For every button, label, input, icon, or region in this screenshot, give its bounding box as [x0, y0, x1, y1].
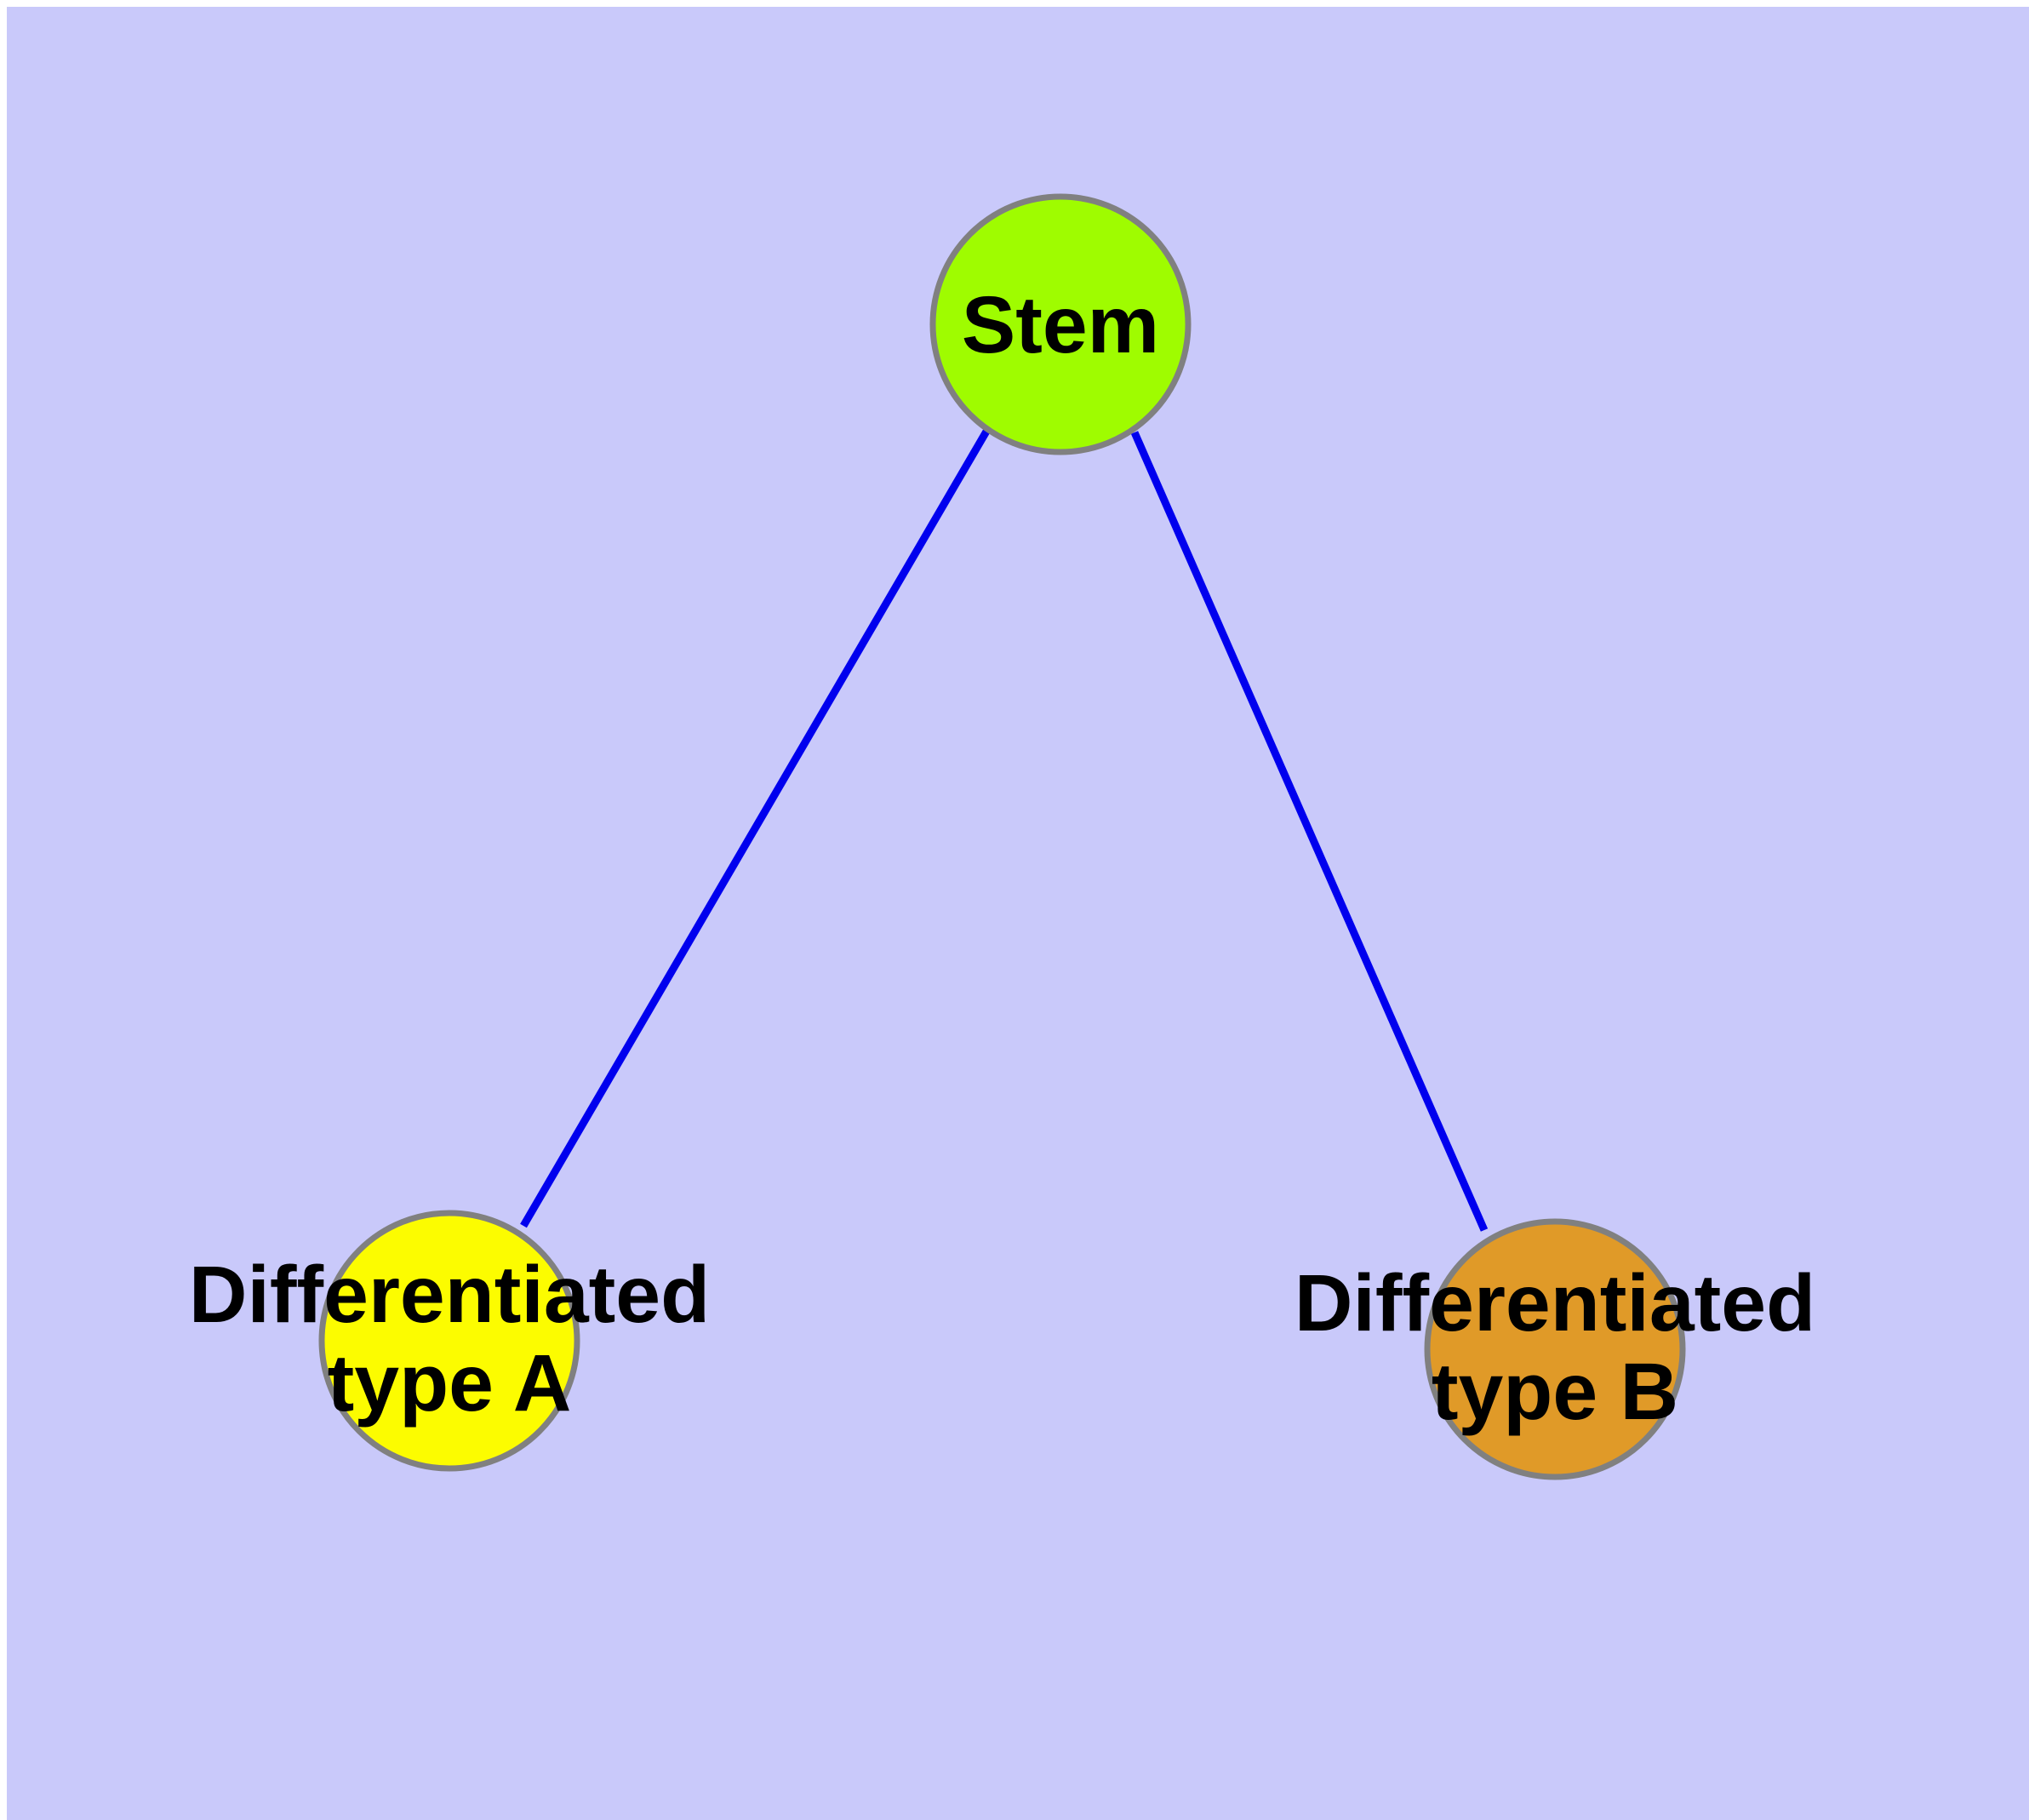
node-labels-layer: Differentiated type A Differentiated typ…: [189, 1250, 1815, 1437]
node-differentiated-type-a-circle[interactable]: [318, 1210, 580, 1472]
node-differentiated-type-b[interactable]: [1424, 1218, 1686, 1480]
nodes-layer: Stem: [318, 193, 1686, 1480]
node-differentiated-type-b-label-line2: type B: [1432, 1347, 1678, 1437]
node-differentiated-type-b-label-line1: Differentiated: [1295, 1258, 1815, 1348]
node-stem-label: Stem: [962, 280, 1159, 370]
edges-layer: [520, 427, 1489, 1232]
edge-stem-to-differentiated-a[interactable]: [520, 427, 991, 1228]
node-stem[interactable]: Stem: [929, 193, 1192, 455]
graph-svg: Stem Differentiated type A Differentiate…: [189, 193, 1815, 1480]
edge-stem-to-differentiated-b[interactable]: [1130, 431, 1489, 1232]
node-differentiated-type-a-label-line1: Differentiated: [189, 1250, 710, 1340]
node-differentiated-type-a[interactable]: [318, 1210, 580, 1472]
node-differentiated-type-b-circle[interactable]: [1424, 1218, 1686, 1480]
node-stem-circle[interactable]: [929, 193, 1192, 455]
node-differentiated-type-a-label-line2: type A: [328, 1338, 572, 1428]
